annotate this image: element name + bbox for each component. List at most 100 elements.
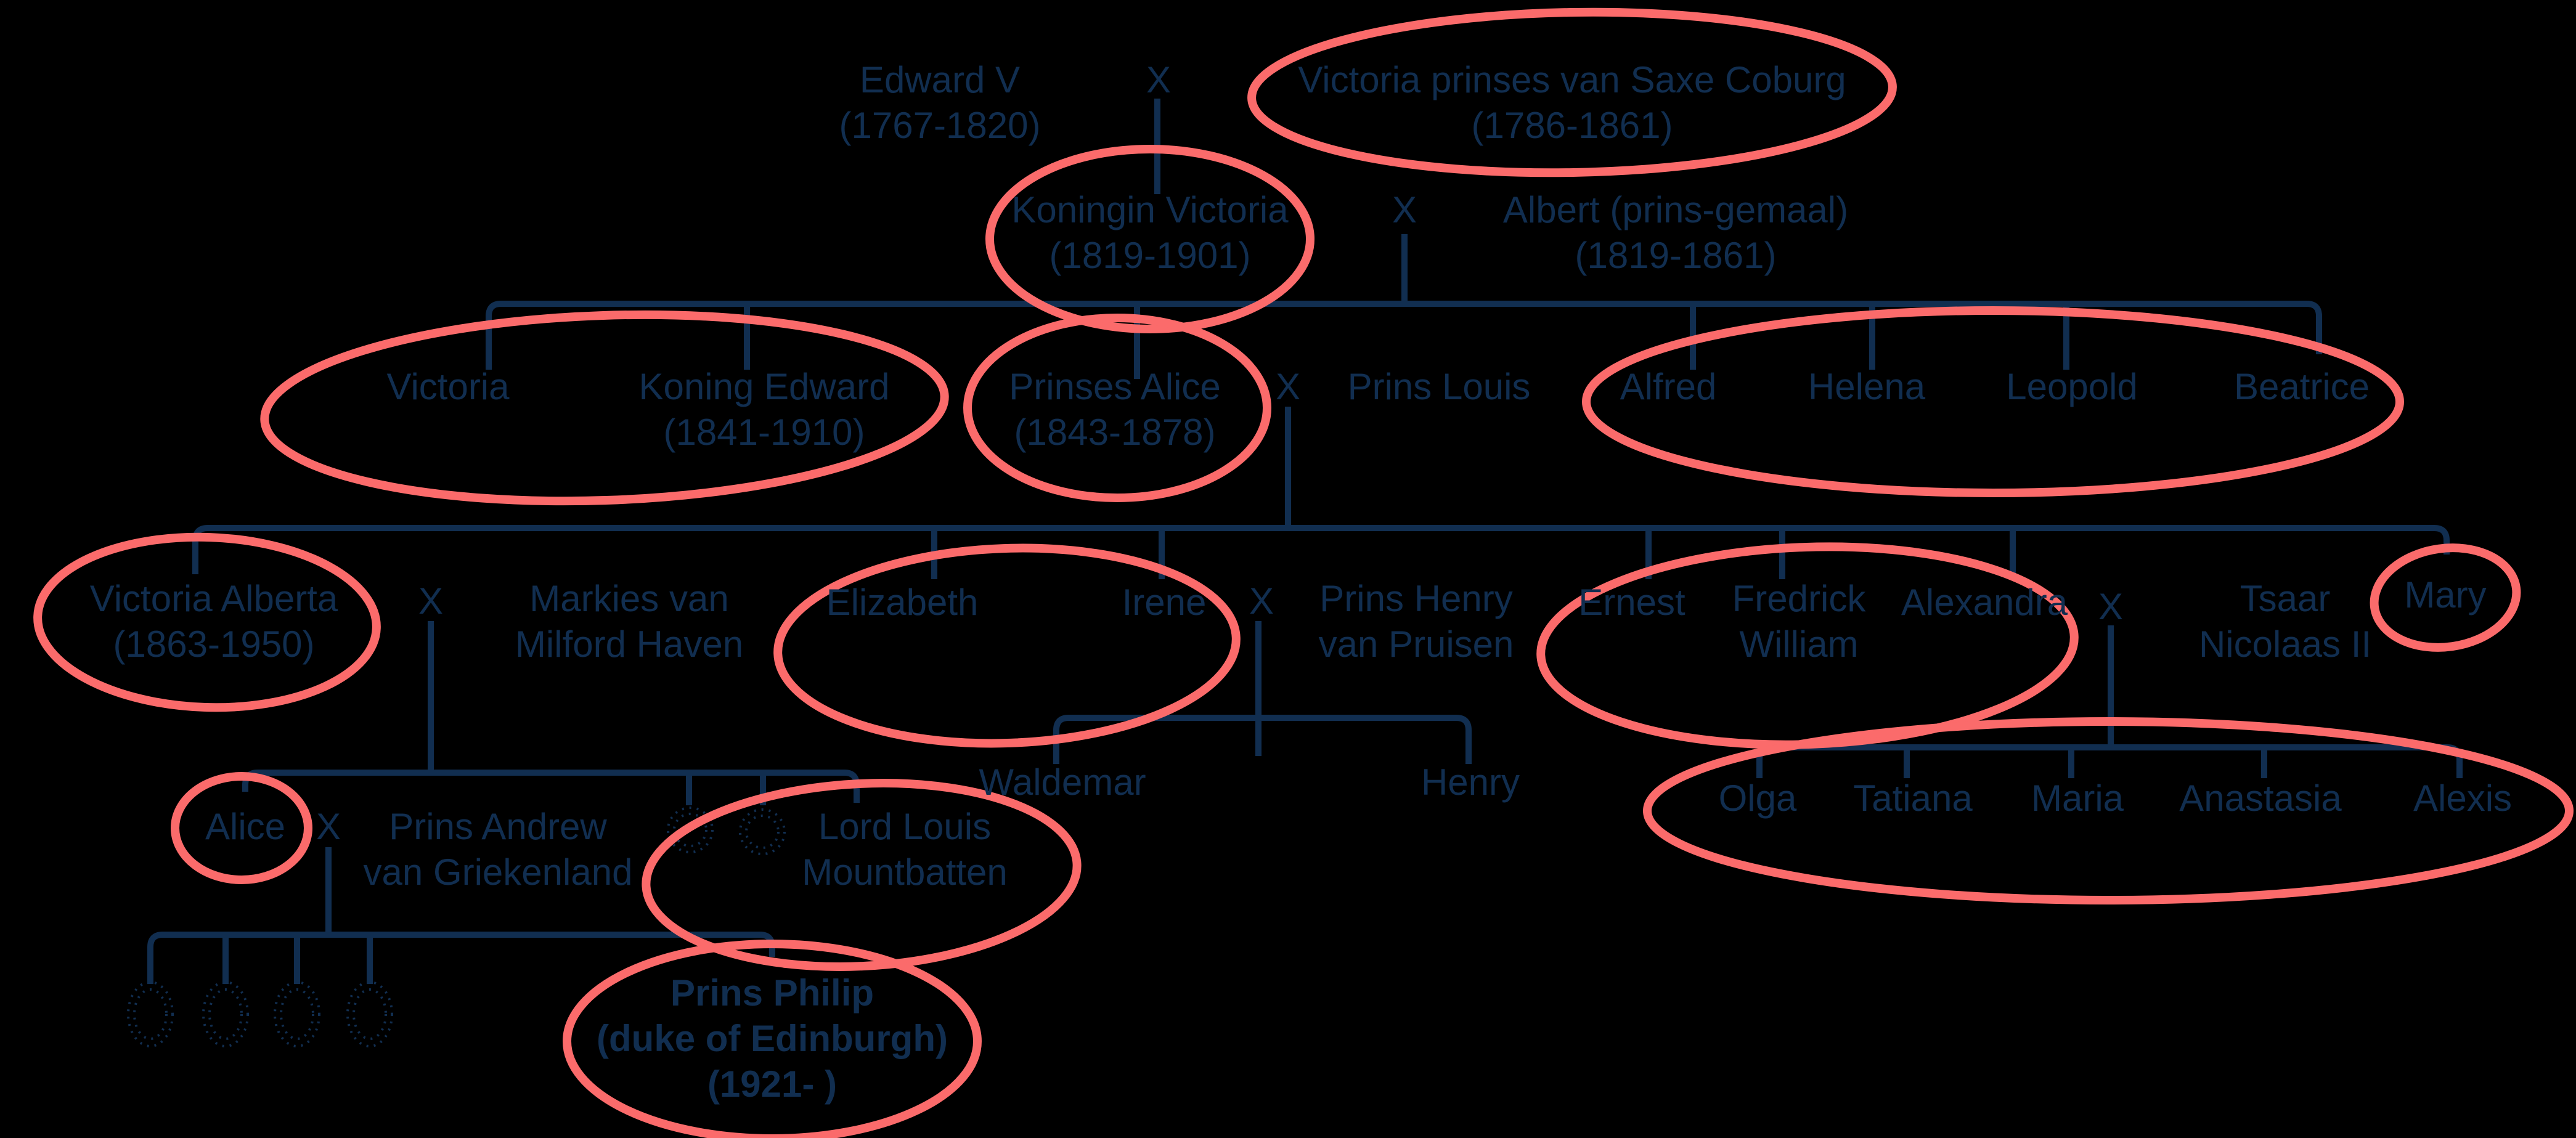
person-dates: (1841-1910) (663, 412, 865, 453)
person-victoria-alberta: Victoria Alberta (1863-1950) (90, 576, 338, 667)
person-markies-milford-haven: Markies van Milford Haven (515, 576, 743, 667)
sibling-bar-waldemar-henry (1053, 715, 1472, 764)
sibling-bar-gen4 (192, 525, 2450, 574)
highlight-ellipse-alfred-helena-leopold-beatrice (1582, 306, 2404, 497)
person-waldemar: Waldemar (979, 762, 1146, 803)
person-name: Victoria prinses van Saxe Coburg (1298, 59, 1846, 100)
sibling-bar-gen3 (486, 301, 2322, 370)
person-prins-andrew: Prins Andrew van Griekenland (364, 804, 633, 895)
person-name: Lord Louis (818, 806, 992, 847)
person-name: Milford Haven (515, 624, 744, 665)
person-elizabeth: Elizabeth (826, 582, 979, 623)
person-dates: (1921- ) (707, 1063, 838, 1105)
person-irene: Irene (1122, 582, 1207, 623)
sibling-bar-romanov-children (1756, 744, 2463, 778)
person-name: Fredrick (1732, 578, 1866, 619)
person-victoria-saxe-coburg: Victoria prinses van Saxe Coburg (1786-1… (1298, 57, 1846, 148)
unnamed-child-marker (353, 988, 387, 1040)
person-alexandra: Alexandra (1901, 582, 2068, 623)
person-name: van Pruisen (1318, 624, 1514, 665)
highlight-ellipse-alice (171, 772, 312, 884)
person-alice: Alice (205, 806, 286, 847)
unnamed-child-marker (739, 808, 786, 855)
person-maria: Maria (2031, 778, 2124, 819)
person-dates: (1819-1861) (1575, 235, 1777, 276)
person-beatrice: Beatrice (2233, 366, 2370, 407)
highlight-ellipse-prinses-alice (963, 314, 1271, 502)
person-name: Prins Henry (1319, 578, 1513, 619)
person-fredrick-william: Fredrick William (1732, 576, 1866, 667)
highlight-ellipse-lord-louis-mountbatten (642, 779, 1082, 971)
person-prins-philip: Prins Philip (duke of Edinburgh) (1921- … (597, 970, 948, 1107)
unnamed-child-markers (127, 807, 786, 1047)
person-name: Markies van (529, 578, 729, 619)
person-dates: (1767-1820) (839, 105, 1041, 146)
highlight-ellipse-koningin-victoria (985, 145, 1314, 333)
person-tatiana: Tatiana (1853, 778, 1973, 819)
person-name: William (1739, 624, 1859, 665)
highlight-ellipse-elizabeth-irene (773, 543, 1241, 748)
person-dates: (1843-1878) (1014, 412, 1216, 453)
person-dates: (1786-1861) (1471, 105, 1673, 146)
marriage-x-alice-louis: X (1275, 366, 1301, 407)
unnamed-child-marker (280, 988, 314, 1040)
person-alfred: Alfred (1620, 366, 1717, 407)
person-prinses-alice: Prinses Alice (1843-1878) (1009, 364, 1220, 455)
person-koningin-victoria: Koningin Victoria (1819-1901) (1011, 187, 1288, 278)
person-lord-louis-mountbatten: Lord Louis Mountbatten (802, 804, 1008, 895)
person-alexis: Alexis (2413, 778, 2513, 819)
unnamed-child-marker (133, 988, 168, 1040)
person-tsaar-nicolaas: Tsaar Nicolaas II (2199, 576, 2371, 667)
unnamed-child-marker (667, 807, 714, 853)
person-victoria: Victoria (386, 366, 510, 407)
person-name: Koningin Victoria (1011, 189, 1289, 230)
person-albert: Albert (prins-gemaal) (1819-1861) (1503, 187, 1848, 278)
person-name: Edward V (859, 59, 1021, 100)
marriage-x-victoria-albert: X (1392, 189, 1417, 230)
highlight-ellipse-romanov-children (1643, 717, 2574, 904)
person-olga: Olga (1718, 778, 1797, 819)
unnamed-child-marker (274, 981, 320, 1047)
person-koning-edward: Koning Edward (1841-1910) (639, 364, 890, 455)
unnamed-child-marker (127, 981, 174, 1047)
person-name: van Griekenland (363, 851, 633, 893)
person-prins-henry: Prins Henry van Pruisen (1319, 576, 1514, 667)
highlight-ellipses (33, 7, 2574, 1138)
highlight-ellipse-prins-philip (563, 940, 982, 1138)
unnamed-child-marker (673, 813, 707, 847)
highlight-ellipse-victoria-alberta (33, 532, 381, 712)
person-name: Albert (prins-gemaal) (1502, 189, 1849, 230)
unnamed-child-marker (202, 981, 249, 1047)
person-name: Prins Andrew (389, 806, 607, 847)
person-name: Victoria Alberta (89, 578, 338, 619)
person-prins-louis: Prins Louis (1347, 366, 1531, 407)
marriage-x-edwardv-victoriasc: X (1146, 59, 1172, 100)
highlight-ellipse-victoria-saxe-coburg (1247, 7, 1897, 177)
person-ernest: Ernest (1578, 582, 1685, 623)
person-name: Prins Philip (670, 972, 874, 1014)
person-name: Tsaar (2240, 578, 2331, 619)
person-title: (duke of Edinburgh) (597, 1018, 948, 1059)
person-name: Mountbatten (802, 851, 1008, 893)
marriage-x-victoria-alberta-markies: X (418, 580, 444, 622)
person-anastasia: Anastasia (2179, 778, 2342, 819)
marriage-x-alice-andrew: X (316, 806, 341, 847)
unnamed-child-marker (346, 981, 393, 1047)
person-mary: Mary (2404, 574, 2487, 616)
highlight-ellipse-victoria-koning-edward (260, 310, 949, 506)
person-henry: Henry (1420, 762, 1520, 803)
person-dates: (1863-1950) (113, 624, 315, 665)
marriage-x-alexandra-tsaar: X (2098, 586, 2124, 627)
marriage-x-irene-henry: X (1249, 580, 1274, 622)
person-name: Prinses Alice (1009, 366, 1221, 407)
person-name: Nicolaas II (2198, 624, 2372, 665)
person-edward-v: Edward V (1767-1820) (839, 57, 1041, 148)
unnamed-child-marker (745, 815, 780, 849)
person-helena: Helena (1808, 366, 1926, 407)
person-name: Koning Edward (638, 366, 890, 407)
highlight-ellipse-mary (2370, 543, 2521, 652)
unnamed-child-marker (208, 988, 243, 1040)
person-leopold: Leopold (2006, 366, 2138, 407)
